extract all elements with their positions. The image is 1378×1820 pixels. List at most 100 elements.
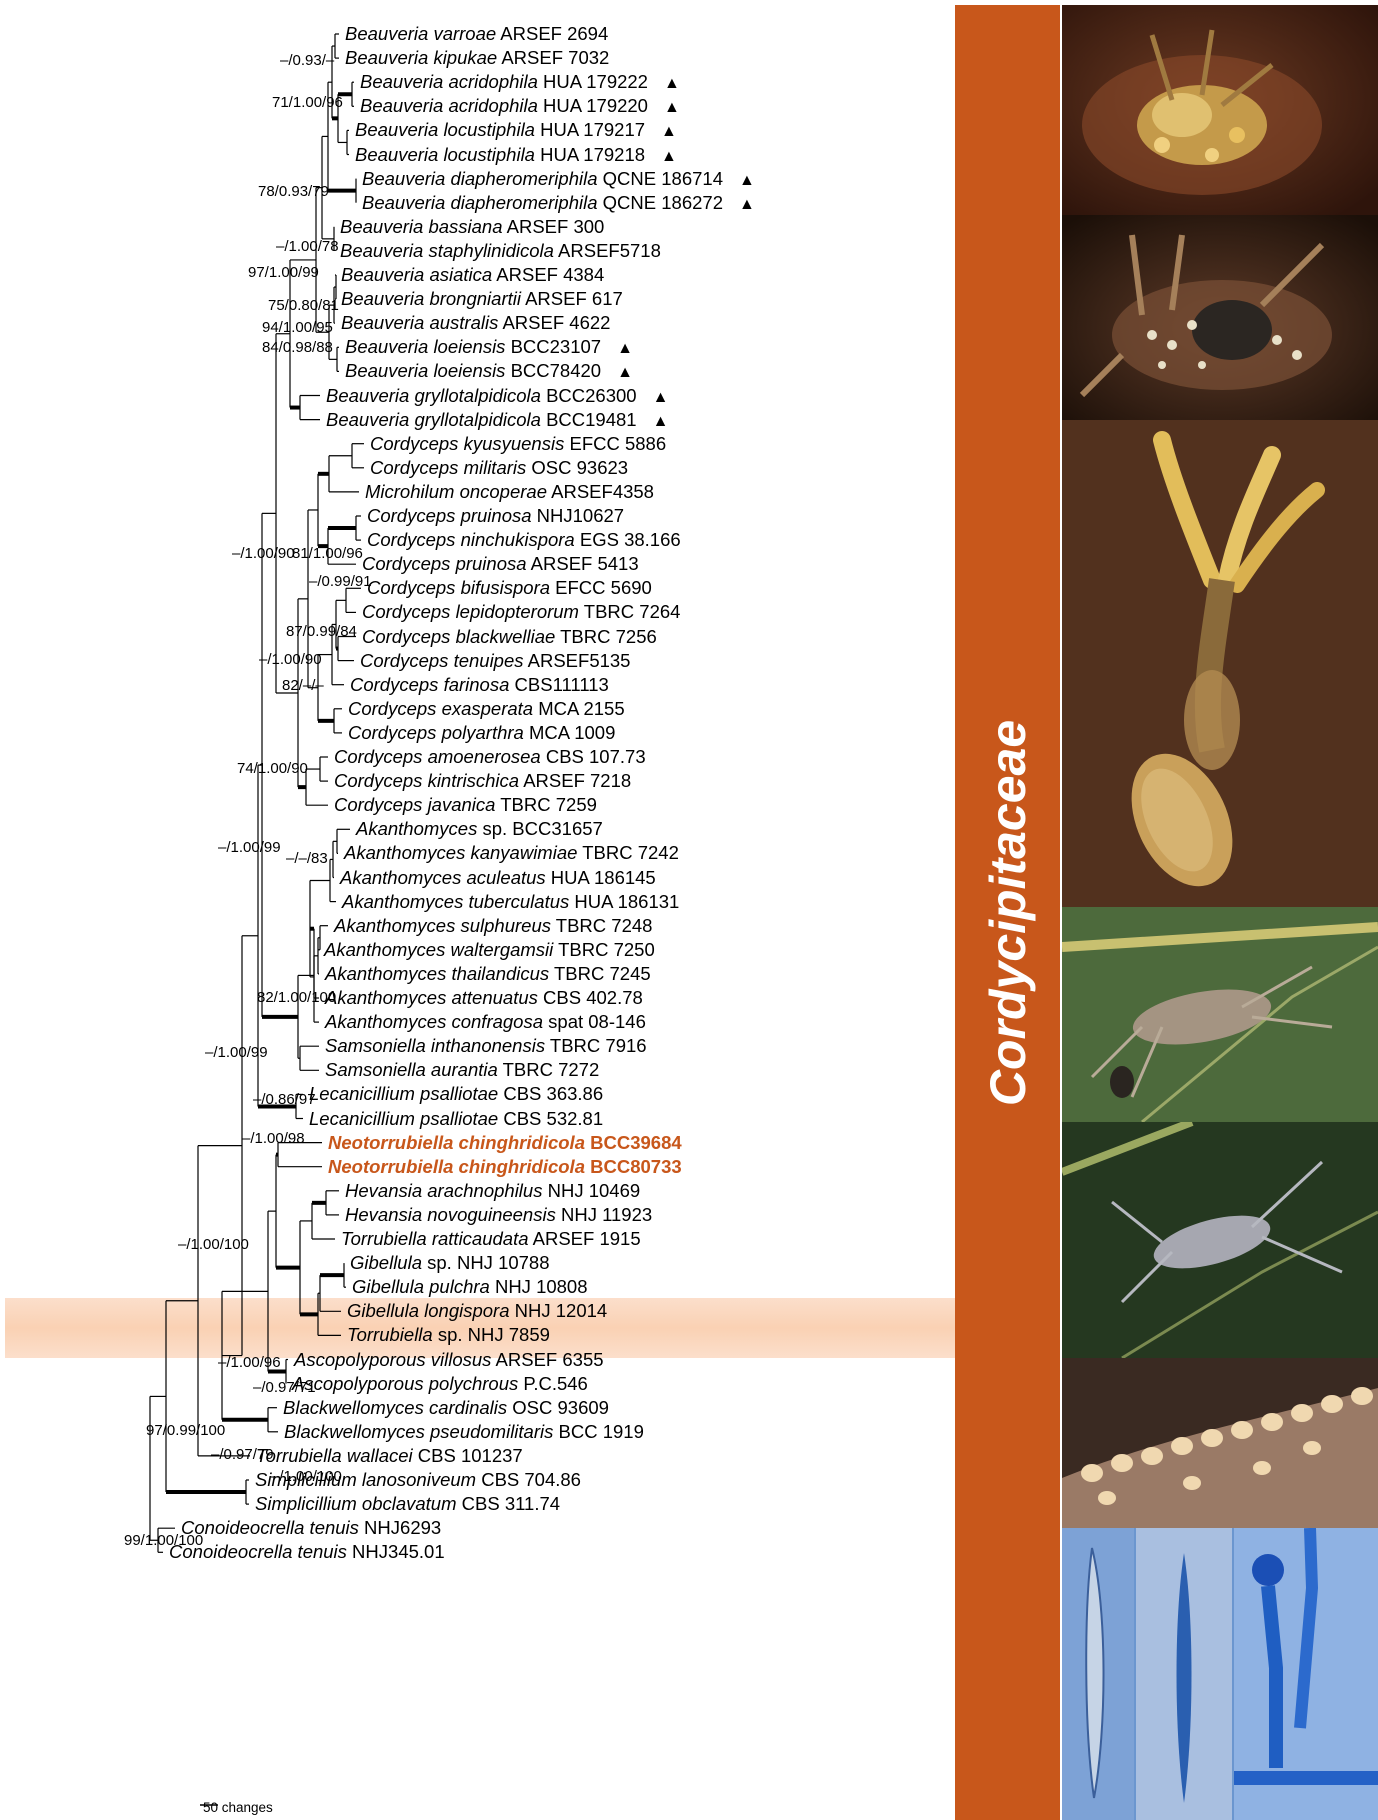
strain-code: TBRC 7916 <box>545 1035 646 1056</box>
strain-code: HUA 179220 <box>538 95 648 116</box>
strain-code: CBS 532.81 <box>498 1108 603 1129</box>
taxon-label: Cordyceps exasperata MCA 2155 <box>348 698 625 720</box>
scale-bar-label: 50 changes <box>203 1800 273 1815</box>
taxon-name: Ascopolyporous polychrous <box>292 1373 518 1394</box>
strain-code: sp. NHJ 10788 <box>422 1252 550 1273</box>
triangle-marker-icon: ▲ <box>661 123 677 140</box>
taxon-name: Akanthomyces confragosa <box>325 1011 543 1032</box>
support-value: –/1.00/100 <box>271 1468 342 1486</box>
strain-code: HUA 186131 <box>569 891 679 912</box>
strain-code: MCA 1009 <box>524 722 616 743</box>
strain-code: ARSEF 5413 <box>527 553 639 574</box>
taxon-label: Ascopolyporous villosus ARSEF 6355 <box>294 1349 604 1371</box>
cordyceps-stroma-photo <box>1062 420 1378 907</box>
strain-code: ARSEF 1915 <box>529 1228 641 1249</box>
taxon-name: Akanthomyces thailandicus <box>325 963 549 984</box>
spider-photo-2 <box>1062 1122 1378 1358</box>
support-value: –/–/83 <box>286 850 328 868</box>
support-value: 75/0.80/81 <box>268 297 339 315</box>
taxon-name: Conoideocrella tenuis <box>181 1517 359 1538</box>
taxon-label: Beauveria asiatica ARSEF 4384 <box>341 264 604 286</box>
taxon-name: Cordyceps ninchukispora <box>367 529 575 550</box>
taxon-name: Cordyceps kintrischica <box>334 770 519 791</box>
taxon-name: Beauveria staphylinidicola <box>340 240 554 261</box>
taxon-name: Cordyceps lepidopterorum <box>362 601 579 622</box>
taxon-label: Cordyceps amoenerosea CBS 107.73 <box>334 746 646 768</box>
taxon-name: Beauveria gryllotalpidicola <box>326 409 541 430</box>
strain-code: BCC23107 <box>505 336 601 357</box>
taxon-label: Gibellula longispora NHJ 12014 <box>347 1300 607 1322</box>
taxon-label: Akanthomyces attenuatus CBS 402.78 <box>325 987 643 1009</box>
taxon-label: Beauveria gryllotalpidicola BCC26300▲ <box>326 385 668 409</box>
taxon-label: Cordyceps javanica TBRC 7259 <box>334 794 597 816</box>
family-label: Cordycipitaceae <box>979 719 1037 1105</box>
taxon-name: Beauveria locustiphila <box>355 144 535 165</box>
taxon-label: Cordyceps farinosa CBS111113 <box>350 674 609 696</box>
strain-code: TBRC 7256 <box>555 626 656 647</box>
strain-code: TBRC 7250 <box>553 939 654 960</box>
taxon-label: Cordyceps ninchukispora EGS 38.166 <box>367 529 681 551</box>
grasshopper-photo-1 <box>1062 5 1378 215</box>
strain-code: MCA 2155 <box>533 698 625 719</box>
taxon-name: Beauveria loeiensis <box>345 336 505 357</box>
support-value: –/1.00/99 <box>205 1044 268 1062</box>
strain-code: P.C.546 <box>518 1373 588 1394</box>
taxon-name: Akanthomyces aculeatus <box>340 867 546 888</box>
family-bar: Cordycipitaceae <box>955 5 1060 1820</box>
taxon-label: Torrubiella wallacei CBS 101237 <box>256 1445 523 1467</box>
taxon-label: Beauveria varroae ARSEF 2694 <box>345 23 608 45</box>
support-value: –/1.00/78 <box>276 238 339 256</box>
strain-code: QCNE 186714 <box>598 168 723 189</box>
strain-code: CBS 402.78 <box>538 987 643 1008</box>
strain-code: TBRC 7245 <box>549 963 650 984</box>
taxon-name: Simplicillium obclavatum <box>255 1493 457 1514</box>
taxon-label: Blackwellomyces pseudomilitaris BCC 1919 <box>284 1421 644 1443</box>
taxon-name: Torrubiella ratticaudata <box>341 1228 529 1249</box>
support-value: 84/0.98/88 <box>262 339 333 357</box>
support-value: 97/0.99/100 <box>146 1422 225 1440</box>
taxon-name: Beauveria varroae <box>345 23 496 44</box>
strain-code: OSC 93609 <box>507 1397 609 1418</box>
taxon-name: Cordyceps polyarthra <box>348 722 524 743</box>
taxon-label: Samsoniella aurantia TBRC 7272 <box>325 1059 599 1081</box>
taxon-name: Beauveria diapheromeriphila <box>362 192 598 213</box>
taxon-label: Beauveria bassiana ARSEF 300 <box>340 216 604 238</box>
taxon-name: Cordyceps farinosa <box>350 674 509 695</box>
support-value: –/0.86/97 <box>253 1091 316 1109</box>
taxon-label: Beauveria diapheromeriphila QCNE 186714 ▲ <box>362 168 755 192</box>
taxon-name: Blackwellomyces cardinalis <box>283 1397 507 1418</box>
triangle-marker-icon: ▲ <box>617 340 633 357</box>
support-value: –/0.99/91 <box>309 573 372 591</box>
strain-code: CBS 704.86 <box>476 1469 581 1490</box>
triangle-marker-icon: ▲ <box>664 99 680 116</box>
taxon-name: Microhilum oncoperae <box>365 481 547 502</box>
taxon-label: Cordyceps tenuipes ARSEF5135 <box>360 650 630 672</box>
taxon-label: Beauveria locustiphila HUA 179218 ▲ <box>355 144 677 168</box>
support-value: –/1.00/90 <box>232 545 295 563</box>
strain-code: EFCC 5886 <box>564 433 666 454</box>
strain-code: TBRC 7248 <box>551 915 652 936</box>
taxon-label: Beauveria gryllotalpidicola BCC19481▲ <box>326 409 668 433</box>
taxon-name: Gibellula <box>350 1252 422 1273</box>
taxon-name: Samsoniella inthanonensis <box>325 1035 545 1056</box>
strain-code: HUA 179218 <box>535 144 645 165</box>
triangle-marker-icon: ▲ <box>661 148 677 165</box>
strain-code: CBS 311.74 <box>457 1493 561 1514</box>
triangle-marker-icon: ▲ <box>653 413 669 430</box>
triangle-marker-icon: ▲ <box>739 172 755 189</box>
strain-code: CBS 107.73 <box>541 746 646 767</box>
taxon-name: Samsoniella aurantia <box>325 1059 498 1080</box>
taxon-label: Cordyceps polyarthra MCA 1009 <box>348 722 615 744</box>
taxon-name: Neotorrubiella chinghridicola <box>328 1132 585 1153</box>
microscopy-photo <box>1062 1528 1378 1820</box>
taxon-name: Beauveria diapheromeriphila <box>362 168 598 189</box>
support-value: –/1.00/100 <box>178 1236 249 1254</box>
taxon-label: Beauveria acridophila HUA 179220▲ <box>360 95 680 119</box>
taxon-name: Beauveria brongniartii <box>341 288 521 309</box>
strain-code: ARSEF 2694 <box>496 23 608 44</box>
strain-code: NHJ 12014 <box>510 1300 608 1321</box>
taxon-label: Beauveria kipukae ARSEF 7032 <box>345 47 609 69</box>
taxon-label: Gibellula sp. NHJ 10788 <box>350 1252 550 1274</box>
support-value: 74/1.00/90 <box>237 760 308 778</box>
taxon-label: Cordyceps blackwelliae TBRC 7256 <box>362 626 657 648</box>
